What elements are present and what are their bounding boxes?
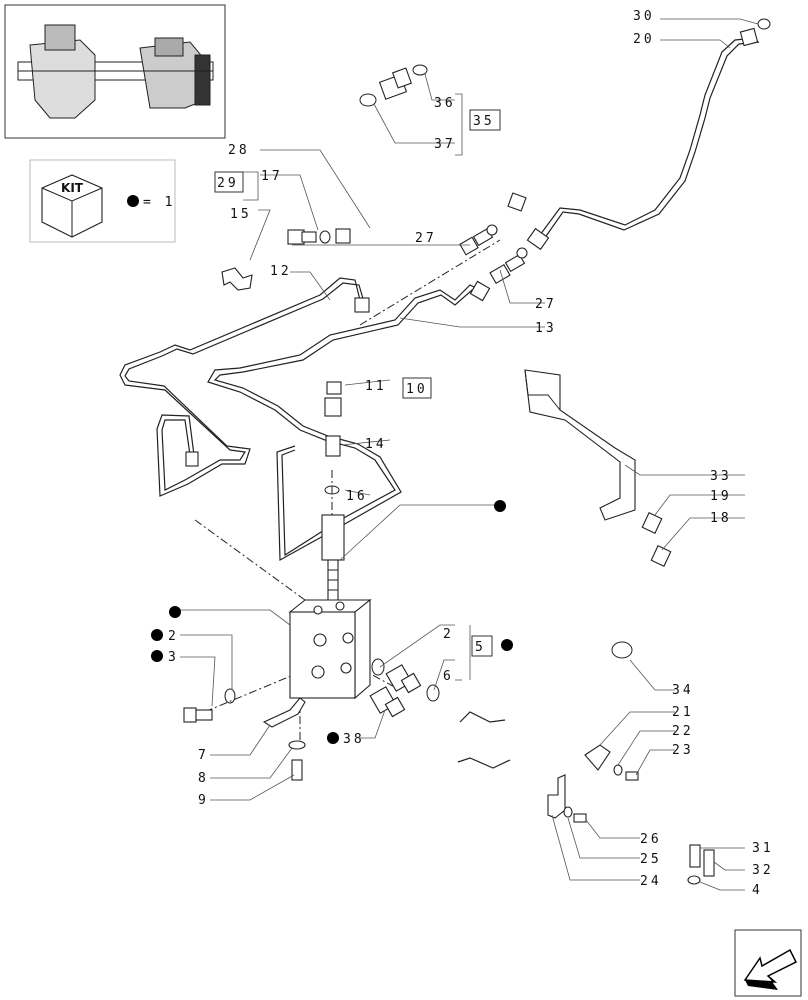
callout-5[interactable]: 5 (475, 640, 486, 655)
callout-2-left[interactable]: 2 (168, 629, 179, 644)
callout-7[interactable]: 7 (198, 748, 209, 763)
hose-19[interactable] (459, 512, 663, 723)
callout-36[interactable]: 36 (434, 96, 456, 111)
pressure-sensor[interactable] (321, 514, 345, 603)
bolt-9[interactable] (291, 759, 303, 781)
o-ring-36[interactable] (412, 64, 428, 76)
callout-4[interactable]: 4 (752, 883, 763, 898)
hose-28[interactable] (335, 180, 527, 244)
next-page-button[interactable] (734, 929, 802, 997)
washer-22[interactable] (613, 764, 623, 776)
callout-19[interactable]: 19 (710, 489, 732, 504)
callout-13[interactable]: 13 (535, 321, 557, 336)
callout-11[interactable]: 11 (365, 379, 387, 394)
clamp-34[interactable] (611, 641, 633, 659)
callout-14[interactable]: 14 (365, 437, 387, 452)
callout-6[interactable]: 6 (443, 669, 454, 684)
bracket-24[interactable] (547, 774, 566, 819)
callout-27-top[interactable]: 27 (415, 231, 437, 246)
callout-38[interactable]: 38 (343, 732, 365, 747)
callout-28[interactable]: 28 (228, 143, 250, 158)
callout-31[interactable]: 31 (752, 841, 774, 856)
bolt-32[interactable] (703, 849, 715, 877)
callout-3[interactable]: 3 (168, 650, 179, 665)
washer-25[interactable] (563, 806, 573, 818)
ref-box-29 (214, 171, 244, 193)
bolt-26[interactable] (573, 813, 587, 823)
hose-18[interactable] (457, 545, 672, 769)
bolt-3[interactable] (183, 707, 213, 723)
o-ring-6[interactable] (426, 684, 440, 702)
bracket-7[interactable] (262, 697, 306, 728)
callout-27-bottom[interactable]: 27 (535, 297, 557, 312)
callout-33[interactable]: 33 (710, 469, 732, 484)
callout-9[interactable]: 9 (198, 793, 209, 808)
valve-block[interactable] (288, 598, 372, 700)
pipe-12[interactable] (119, 277, 370, 497)
ref-box-35 (469, 109, 501, 131)
axle-overview-thumbnail[interactable] (4, 4, 226, 139)
callout-35[interactable]: 35 (473, 114, 495, 129)
kit-bullet-2 (151, 629, 163, 641)
washer-2-left[interactable] (224, 688, 236, 704)
callout-8[interactable]: 8 (198, 771, 209, 786)
callout-16[interactable]: 16 (346, 489, 368, 504)
bracket-21[interactable] (584, 744, 611, 771)
fitting-27-b[interactable] (489, 247, 528, 284)
fitting-27-a[interactable] (459, 224, 498, 256)
fitting-38[interactable] (369, 686, 406, 718)
fitting-14[interactable] (325, 435, 341, 457)
pipe-13[interactable] (207, 280, 491, 562)
callout-37[interactable]: 37 (434, 137, 456, 152)
callout-26[interactable]: 26 (640, 832, 662, 847)
callout-15[interactable]: 15 (230, 207, 252, 222)
kit-legend: KIT = 1 (29, 159, 176, 243)
arrow-icon (743, 948, 798, 990)
fitting-36[interactable] (378, 67, 413, 100)
kit-label: KIT (61, 181, 84, 195)
clip-15[interactable] (221, 267, 253, 291)
callout-10[interactable]: 10 (406, 382, 428, 397)
o-ring-16[interactable] (324, 485, 340, 495)
bolt-31[interactable] (689, 844, 701, 868)
callout-12[interactable]: 12 (270, 264, 292, 279)
callout-18[interactable]: 18 (710, 511, 732, 526)
o-ring-37[interactable] (359, 93, 377, 107)
fitting-6[interactable] (385, 664, 422, 694)
washer-8[interactable] (288, 740, 306, 750)
callout-2-right[interactable]: 2 (443, 627, 454, 642)
callout-17[interactable]: 17 (261, 169, 283, 184)
bracket-33[interactable] (524, 369, 636, 521)
callout-20[interactable]: 20 (633, 32, 655, 47)
callout-21[interactable]: 21 (672, 705, 694, 720)
washer-4[interactable] (687, 875, 701, 885)
kit-bullet-icon (127, 195, 139, 207)
callout-30[interactable]: 30 (633, 9, 655, 24)
bolt-23[interactable] (625, 771, 639, 781)
callout-22[interactable]: 22 (672, 724, 694, 739)
callout-34[interactable]: 34 (672, 683, 694, 698)
fitting-17[interactable] (287, 229, 317, 245)
callout-23[interactable]: 23 (672, 743, 694, 758)
kit-equals-text: = 1 (143, 195, 175, 210)
o-ring-2-right[interactable] (371, 658, 385, 676)
cap-11[interactable] (324, 381, 342, 417)
o-ring-17[interactable] (319, 230, 331, 244)
ref-box-5 (471, 635, 493, 657)
ref-box-10 (402, 377, 432, 399)
callout-29[interactable]: 29 (217, 176, 239, 191)
kit-box-icon (41, 174, 103, 238)
callout-24[interactable]: 24 (640, 874, 662, 889)
kit-bullet-5 (501, 639, 513, 651)
kit-bullet-sensor (494, 500, 506, 512)
kit-bullet-38 (327, 732, 339, 744)
kit-bullet-3 (151, 650, 163, 662)
o-ring-30[interactable] (757, 18, 771, 30)
callout-32[interactable]: 32 (752, 863, 774, 878)
callout-25[interactable]: 25 (640, 852, 662, 867)
kit-bullet-1 (169, 606, 181, 618)
pipe-20[interactable] (526, 27, 760, 251)
